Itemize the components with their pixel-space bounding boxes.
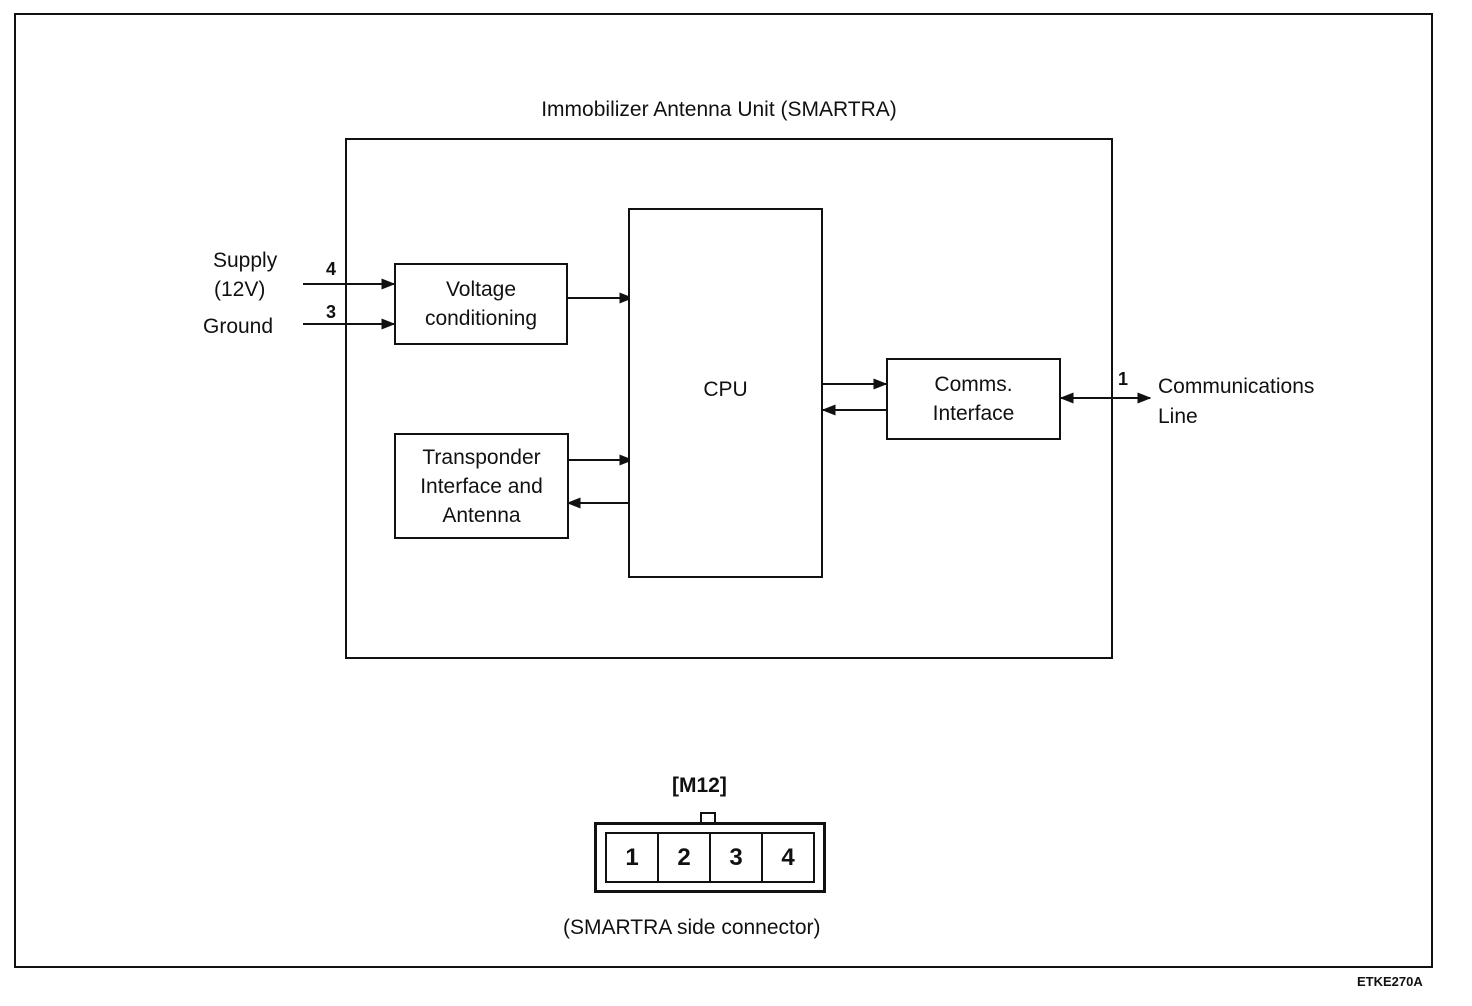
comms-block-line-1: Comms. (934, 373, 1013, 396)
voltage-block-line-2: conditioning (424, 307, 538, 330)
voltage-block-line-1: Voltage (445, 278, 517, 301)
connector-label: [M12] (672, 774, 727, 797)
communications-pin-number: 1 (1118, 369, 1129, 389)
transponder-block-line-2: Interface and (420, 474, 543, 498)
ground-pin-number: 3 (326, 302, 337, 322)
transponder-block-line-1: Transponder (422, 445, 541, 469)
communications-line-label: Communications (1158, 375, 1315, 398)
unit-title: Immobilizer Antenna Unit (SMARTRA) (541, 98, 897, 121)
supply-pin-number: 4 (326, 259, 337, 279)
ground-label: Ground (203, 315, 274, 338)
connector-caption: (SMARTRA side connector) (563, 916, 821, 939)
connector-pin-row: 1 2 3 4 (605, 832, 815, 883)
supply-voltage-label: (12V) (214, 278, 266, 301)
figure-frame (14, 13, 1433, 968)
cpu-block: CPU (628, 208, 823, 578)
connector-pin-4: 4 (781, 843, 795, 871)
immobilizer-unit-box (345, 138, 1113, 659)
supply-label: Supply (213, 249, 278, 272)
connector-pin-3: 3 (711, 834, 763, 881)
comms-block-line-2: Interface (932, 402, 1015, 425)
figure-code: ETKE270A (1357, 974, 1423, 989)
cpu-label: CPU (703, 378, 748, 401)
connector-pin-1: 1 (607, 834, 659, 881)
connector-key (700, 812, 716, 822)
communications-line-label-2: Line (1158, 405, 1198, 428)
voltage-conditioning-block: Voltage conditioning (394, 263, 568, 345)
transponder-interface-block: Transponder Interface and Antenna (394, 433, 569, 539)
transponder-block-line-3: Antenna (442, 503, 521, 527)
connector-pin-2: 2 (659, 834, 711, 881)
connector-body: 1 2 3 4 (594, 822, 826, 893)
comms-interface-block: Comms. Interface (886, 358, 1061, 440)
